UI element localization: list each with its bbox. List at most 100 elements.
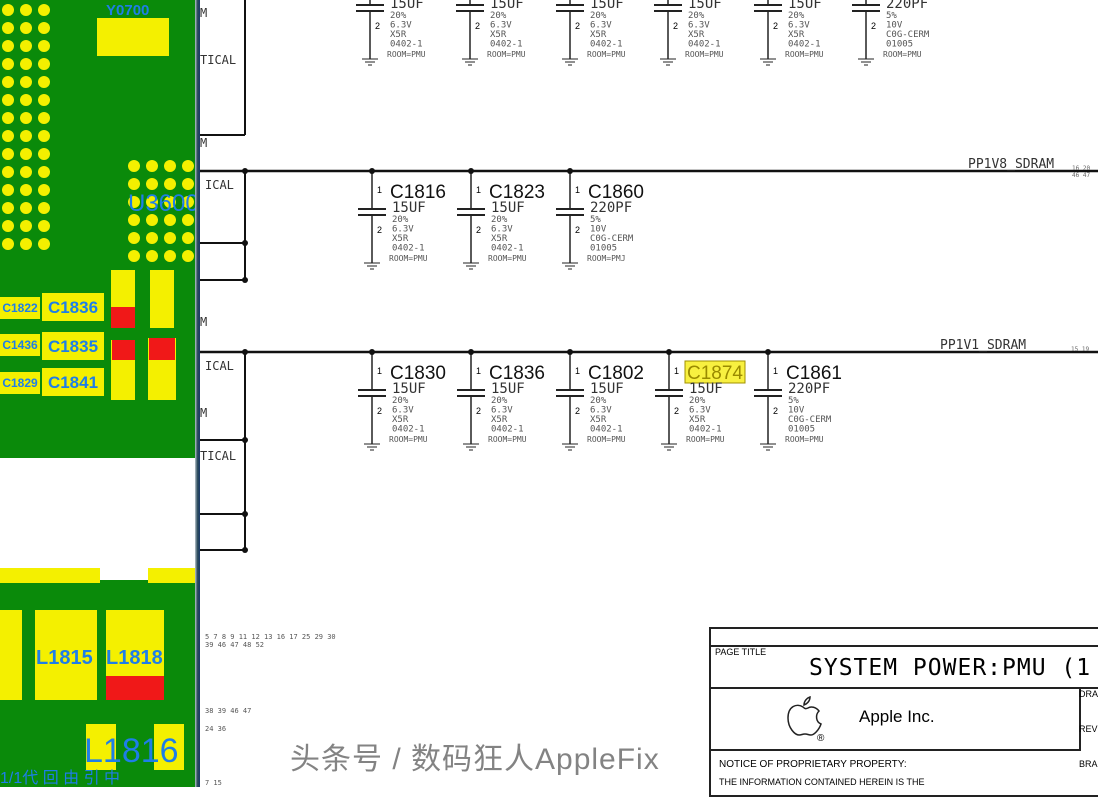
cap-spec: 20%	[688, 11, 705, 21]
bga-ball	[2, 76, 14, 88]
component-label: Y0700	[106, 2, 150, 19]
component-label: C1835	[47, 336, 99, 356]
cap-spec: 6.3V	[392, 225, 414, 235]
page-ref[interactable]: 5 7 8 9 11 12 13 16 17 25 29 30	[205, 633, 336, 641]
bga-ball	[128, 196, 140, 208]
schematic-canvas[interactable]: 215UF20%6.3VX5R0402-1ROOM=PMU215UF20%6.3…	[200, 0, 1098, 787]
pin-2-label: 2	[673, 21, 678, 31]
capacitor[interactable]	[556, 0, 584, 66]
bga-ball	[20, 238, 32, 250]
bga-ball	[164, 196, 176, 208]
junction-dot	[468, 168, 474, 174]
junction-dot	[242, 349, 248, 355]
cap-room: ROOM=PMJ	[587, 254, 626, 263]
bga-ball	[20, 4, 32, 16]
bga-ball	[2, 166, 14, 178]
side-label: TICAL	[200, 53, 236, 67]
cap-spec: 0402-1	[689, 425, 722, 435]
panel-splitter[interactable]	[195, 0, 200, 787]
cap-spec: 6.3V	[590, 21, 612, 31]
cap-room: ROOM=PMU	[488, 435, 527, 444]
capacitor[interactable]	[754, 349, 782, 451]
component-label: L1818	[106, 647, 163, 669]
notice-body: THE INFORMATION CONTAINED HEREIN IS THE	[719, 777, 925, 787]
pin-1-label: 1	[476, 366, 481, 376]
cap-value: 220PF	[886, 0, 928, 12]
capacitor[interactable]	[358, 168, 386, 270]
cap-spec: C0G-CERM	[788, 415, 832, 425]
capacitor[interactable]	[457, 349, 485, 451]
bga-ball	[164, 178, 176, 190]
pin-1-label: 1	[377, 185, 382, 195]
pcb-board-view[interactable]: Y0700 U3600 C1836 C1835 C1841 C1822 C182…	[0, 0, 195, 787]
cap-spec: 6.3V	[490, 21, 512, 31]
cap-spec: X5R	[390, 30, 407, 40]
bga-ball	[38, 22, 50, 34]
cap-spec: 20%	[491, 215, 508, 225]
cap-spec: 20%	[491, 396, 508, 406]
bga-ball	[38, 184, 50, 196]
bga-ball	[2, 22, 14, 34]
cap-ref: C1836	[489, 363, 545, 384]
c1874-pad-1[interactable]	[111, 307, 135, 328]
capacitor[interactable]	[356, 0, 384, 66]
bga-ball	[20, 184, 32, 196]
cap-ref: C1802	[588, 363, 644, 384]
capacitor[interactable]	[852, 0, 880, 66]
net-page-ref: 46 47	[1072, 172, 1090, 179]
junction-dot	[242, 168, 248, 174]
cap-spec: X5R	[392, 415, 409, 425]
drawing-label: DRA	[1079, 689, 1098, 699]
capacitor[interactable]	[556, 349, 584, 451]
cap-spec: 20%	[788, 11, 805, 21]
cap-spec: 01005	[590, 244, 617, 254]
junction-dot	[242, 277, 248, 283]
cap-value: 15UF	[590, 0, 624, 12]
pin-2-label: 2	[575, 225, 580, 235]
page-ref[interactable]: 24 36	[205, 725, 227, 733]
page-ref[interactable]: 39 46 47 48 52	[205, 641, 265, 649]
cap-spec: 01005	[886, 40, 913, 50]
cap-ref: C1860	[588, 182, 644, 203]
capacitor[interactable]	[457, 168, 485, 270]
cap-spec: 0402-1	[491, 244, 524, 254]
cap-room: ROOM=PMU	[387, 50, 426, 59]
bga-ball	[128, 214, 140, 226]
bga-ball	[146, 214, 158, 226]
capacitor[interactable]	[358, 349, 386, 451]
page-ref[interactable]: 7 15	[205, 779, 222, 787]
pin-2-label: 2	[871, 21, 876, 31]
page-ref[interactable]: 38 39 46 47	[205, 707, 252, 715]
y0700-pad[interactable]	[97, 18, 169, 56]
revision-label: REV	[1079, 724, 1098, 734]
bga-ball	[2, 220, 14, 232]
cap-ref: C1861	[786, 363, 842, 384]
bga-ball	[38, 40, 50, 52]
cap-spec: X5R	[491, 415, 508, 425]
pin-1-label: 1	[773, 366, 778, 376]
cap-spec: C0G-CERM	[886, 30, 930, 40]
company-name: Apple Inc.	[859, 707, 935, 726]
cap-spec: X5R	[490, 30, 507, 40]
cap-spec: 6.3V	[392, 406, 414, 416]
side-label: M	[200, 136, 207, 150]
side-label: ICAL	[205, 178, 234, 192]
bga-ball	[146, 160, 158, 172]
component-label: C1822	[2, 301, 38, 315]
capacitor[interactable]	[754, 0, 782, 66]
cap-spec: 10V	[886, 21, 903, 31]
junction-dot	[369, 168, 375, 174]
bga-ball	[2, 4, 14, 16]
cap-value: 15UF	[491, 381, 525, 397]
capacitor[interactable]	[456, 0, 484, 66]
cap-spec: 20%	[590, 11, 607, 21]
bga-ball	[164, 160, 176, 172]
capacitor[interactable]	[655, 349, 746, 451]
capacitor[interactable]	[556, 168, 584, 270]
cap-spec: 0402-1	[390, 40, 423, 50]
cap-room: ROOM=PMU	[883, 50, 922, 59]
capacitor[interactable]	[654, 0, 682, 66]
cap-value: 15UF	[491, 200, 525, 216]
cap-spec: 0402-1	[490, 40, 523, 50]
bga-ball	[128, 178, 140, 190]
